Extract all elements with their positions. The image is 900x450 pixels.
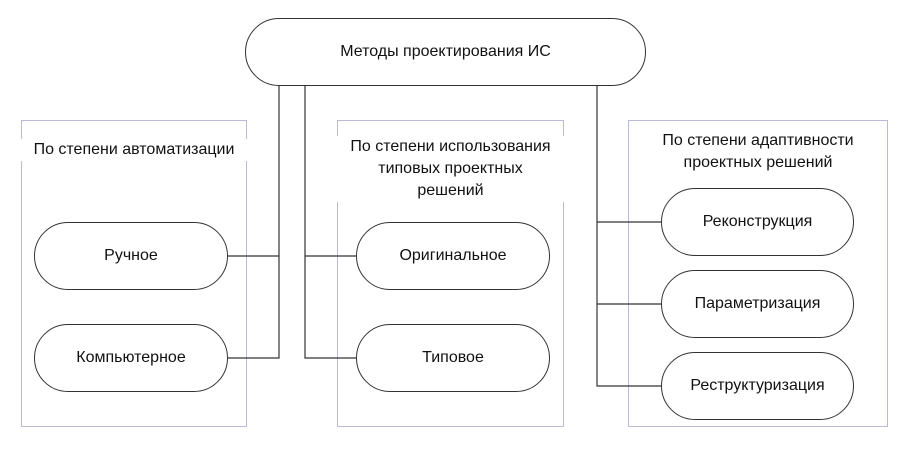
group-title-typical-solutions: По степени использования типовых проектн… — [327, 136, 574, 202]
node-restructuring[interactable]: Реструктуризация — [661, 352, 854, 420]
group-title-adaptivity: По степени адаптивности проектных решени… — [640, 130, 876, 174]
node-label: Ручное — [104, 247, 158, 264]
node-typical[interactable]: Типовое — [356, 324, 550, 392]
node-manual[interactable]: Ручное — [34, 222, 228, 290]
group-title-line: типовых проектных — [378, 160, 523, 177]
group-title-automation: По степени автоматизации — [14, 139, 254, 161]
root-node[interactable]: Методы проектирования ИС — [245, 18, 646, 86]
node-label: Оригинальное — [399, 247, 507, 264]
node-label: Реконструкция — [702, 213, 813, 230]
group-title-line: решений — [417, 182, 484, 199]
node-parametrization[interactable]: Параметризация — [661, 270, 854, 338]
group-title-line: По степени адаптивности — [662, 132, 854, 149]
node-reconstruction[interactable]: Реконструкция — [661, 188, 854, 256]
node-label: Параметризация — [694, 295, 821, 312]
group-title-line: проектных решений — [683, 154, 833, 171]
node-label: Типовое — [422, 349, 484, 366]
root-node-label: Методы проектирования ИС — [340, 43, 551, 60]
node-computer[interactable]: Компьютерное — [34, 324, 228, 392]
node-label: Компьютерное — [76, 349, 186, 366]
node-label: Реструктуризация — [690, 377, 825, 394]
node-original[interactable]: Оригинальное — [356, 222, 550, 290]
group-title-text: По степени автоматизации — [33, 141, 235, 158]
group-title-line: По степени использования — [350, 138, 551, 155]
